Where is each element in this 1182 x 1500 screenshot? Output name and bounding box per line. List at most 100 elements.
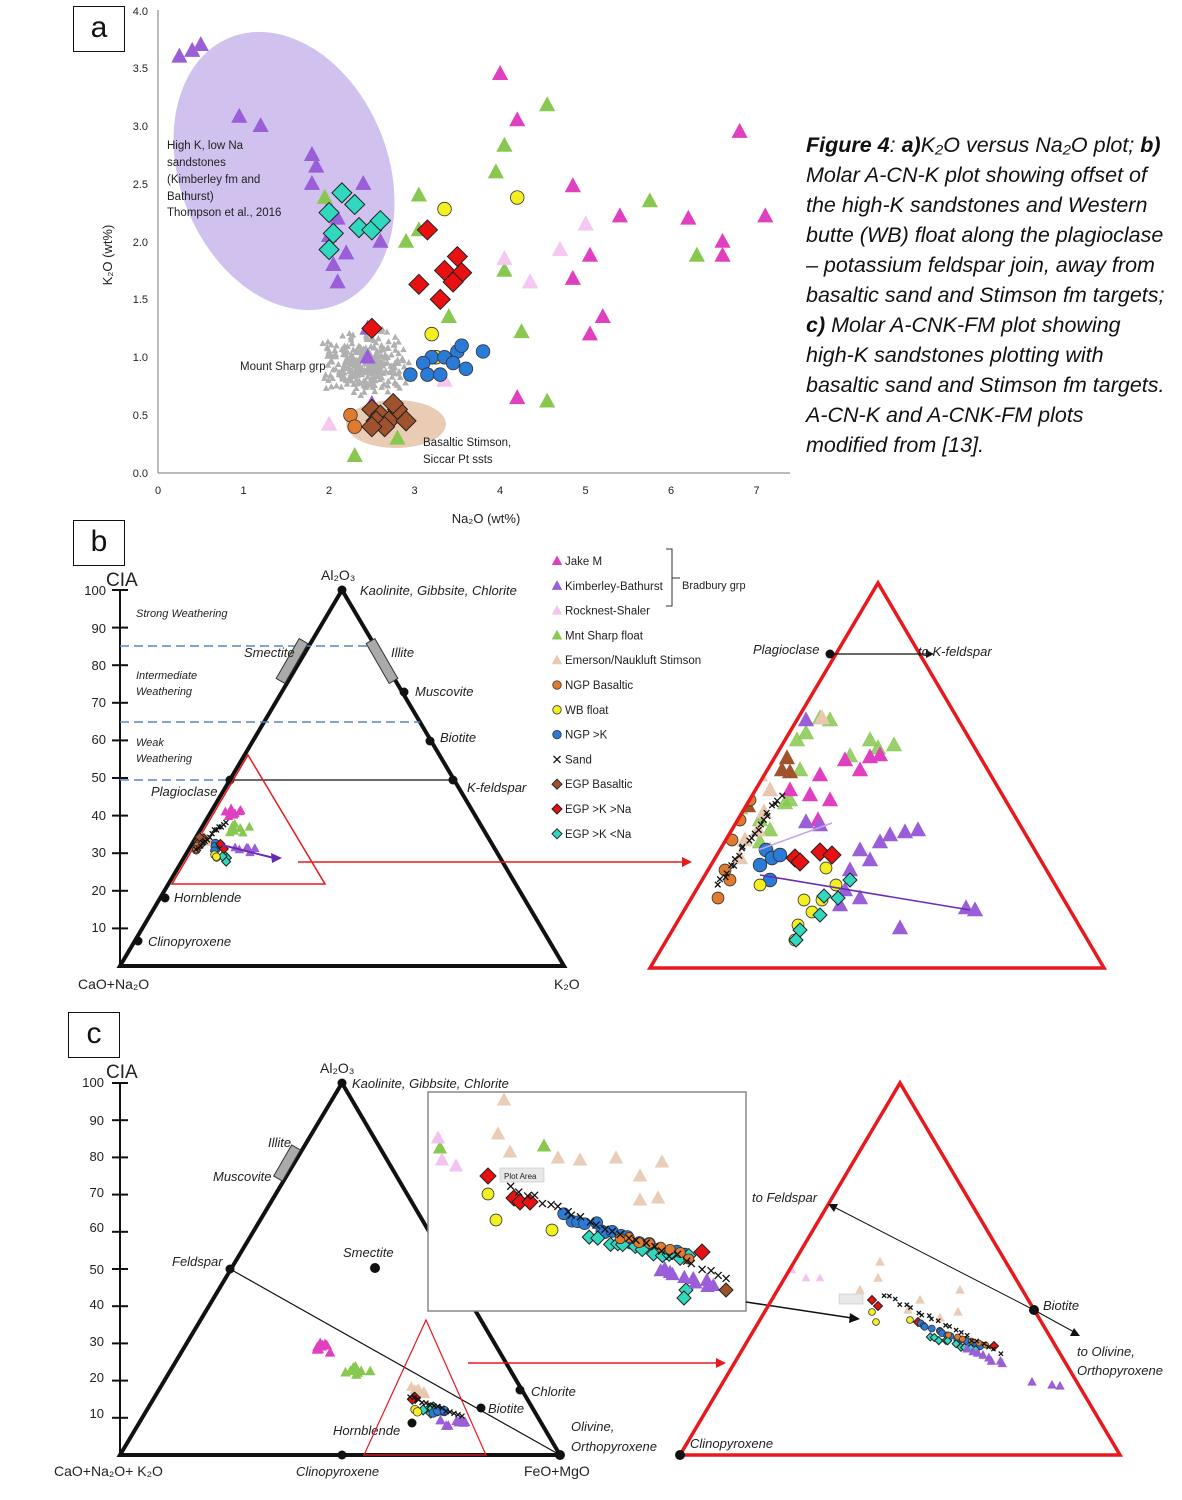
emerson-point	[903, 1304, 913, 1314]
legend-marker	[552, 729, 562, 740]
sand-point	[665, 1252, 674, 1261]
egp_k_na-point	[442, 271, 464, 293]
offset-arrow-inset	[757, 822, 833, 851]
jake_m-point	[714, 232, 731, 248]
plag-kfs-arrow-head	[926, 650, 934, 658]
mount-sharp-point	[332, 353, 340, 360]
cia-tick: 100	[84, 583, 106, 598]
emerson-point	[935, 1312, 945, 1322]
y-axis-label: K₂O (wt%)	[100, 225, 115, 286]
sand-point	[682, 1257, 691, 1266]
panel-b-chart: CIA 100 90 80 70 60 50 40 30 20 10	[78, 548, 1108, 992]
jake_m-point	[564, 177, 581, 193]
sand-point	[748, 834, 755, 842]
legend-label: Kimberley-Bathurst	[565, 581, 664, 593]
mineral-label: Feldspar	[172, 1254, 223, 1269]
y-tick: 2.5	[133, 179, 148, 191]
mount-sharp-point	[385, 344, 392, 351]
zoom-frame-small-b	[170, 753, 327, 885]
cia-tick: 20	[90, 1370, 104, 1385]
legend: Jake MKimberley-BathurstRocknest-ShalerM…	[551, 555, 701, 841]
y-tick: 0.5	[133, 410, 148, 422]
sand-point	[773, 797, 781, 805]
mount-sharp-point	[358, 369, 365, 376]
mineral-label: Plagioclase	[151, 784, 218, 799]
sand-point	[892, 1296, 898, 1302]
ngp_k-point	[445, 355, 461, 371]
ngp_basaltic-point	[347, 419, 362, 434]
mount-sharp-point	[395, 368, 403, 375]
emerson-point	[761, 781, 779, 797]
mineral-point	[515, 1385, 525, 1395]
mnt_sharp-point	[641, 192, 658, 208]
kimberley-point	[308, 157, 325, 173]
ngp_k-point	[454, 338, 469, 353]
kimberley-point	[851, 889, 869, 905]
egp_basaltic-point	[718, 1282, 734, 1298]
inset-label: Clinopyroxene	[690, 1436, 773, 1451]
sand-point	[411, 1394, 417, 1401]
egp_k_na-point	[361, 317, 383, 340]
mount-sharp-point	[373, 361, 380, 368]
emerson-point	[953, 1306, 963, 1316]
mnt_sharp-point	[229, 818, 240, 828]
offset-arrow-inset	[759, 874, 971, 911]
wb_float-point	[212, 852, 221, 861]
legend-marker	[551, 580, 563, 590]
jake_m-point	[223, 811, 234, 820]
egp_k_na-point	[872, 1300, 884, 1312]
mineral-point	[448, 775, 458, 785]
sand-point	[723, 870, 730, 877]
sand-point	[616, 1230, 625, 1239]
panel-c-points	[311, 1337, 471, 1430]
plot-area-tag-inset	[838, 1293, 864, 1305]
mount-sharp-point	[346, 355, 353, 362]
caption-text-b: Molar A-CN-K plot showing offset of the …	[806, 163, 1165, 307]
sand-point	[757, 821, 765, 828]
mnt_sharp-point	[487, 163, 504, 179]
kimberley-point	[811, 816, 829, 832]
wb_float-point	[906, 1316, 914, 1324]
sand-point	[722, 873, 729, 881]
zone-label: Weak	[136, 737, 164, 749]
mount-sharp-point	[405, 359, 413, 366]
sand-point	[958, 1329, 964, 1335]
mineral-label: Illite	[268, 1135, 291, 1150]
mount-sharp-point	[348, 340, 356, 347]
mount-sharp-point	[324, 361, 332, 368]
cia-axis-c	[112, 1082, 128, 1455]
vertex-top-b: Al₂O₃	[321, 567, 355, 583]
wb_float-point	[437, 201, 452, 217]
rocknest-point	[521, 273, 539, 289]
y-tick: 2.0	[133, 237, 148, 249]
sand-point	[657, 1247, 666, 1255]
sand-point	[981, 1341, 987, 1347]
high-k-annotation: Bathurst)	[167, 191, 214, 203]
mount-sharp-point	[350, 380, 358, 387]
legend-marker	[551, 654, 563, 665]
stimson-annotation: Siccar Pt ssts	[423, 454, 493, 466]
sand-point	[722, 1274, 731, 1283]
kimberley-point	[443, 1420, 454, 1430]
zone-label: Strong Weathering	[136, 608, 228, 620]
mount-sharp-point	[321, 374, 328, 381]
mnt_sharp-point	[364, 1365, 376, 1376]
egp_k_lt_na-point	[934, 1335, 944, 1346]
emerson-point	[496, 1092, 512, 1106]
emerson-point	[572, 1152, 588, 1166]
cia-tick: 90	[90, 1113, 104, 1128]
mineral-point	[337, 1450, 347, 1460]
kimberley-point	[677, 1269, 692, 1283]
caption-text-c: Molar A-CNK-FM plot showing high-K sands…	[806, 313, 1165, 457]
sand-point	[687, 1259, 696, 1268]
mineral-label: Orthopyroxene	[571, 1439, 657, 1454]
mount-sharp-point	[335, 370, 343, 377]
cia-tick: 60	[92, 732, 106, 747]
emerson-point	[608, 1150, 624, 1164]
mineral-label: Muscovite	[213, 1169, 272, 1184]
ngp_k-point	[920, 1323, 929, 1331]
sand-point	[964, 1332, 970, 1338]
y-tick: 3.0	[133, 121, 148, 133]
cpx-point-inset	[675, 1450, 685, 1460]
